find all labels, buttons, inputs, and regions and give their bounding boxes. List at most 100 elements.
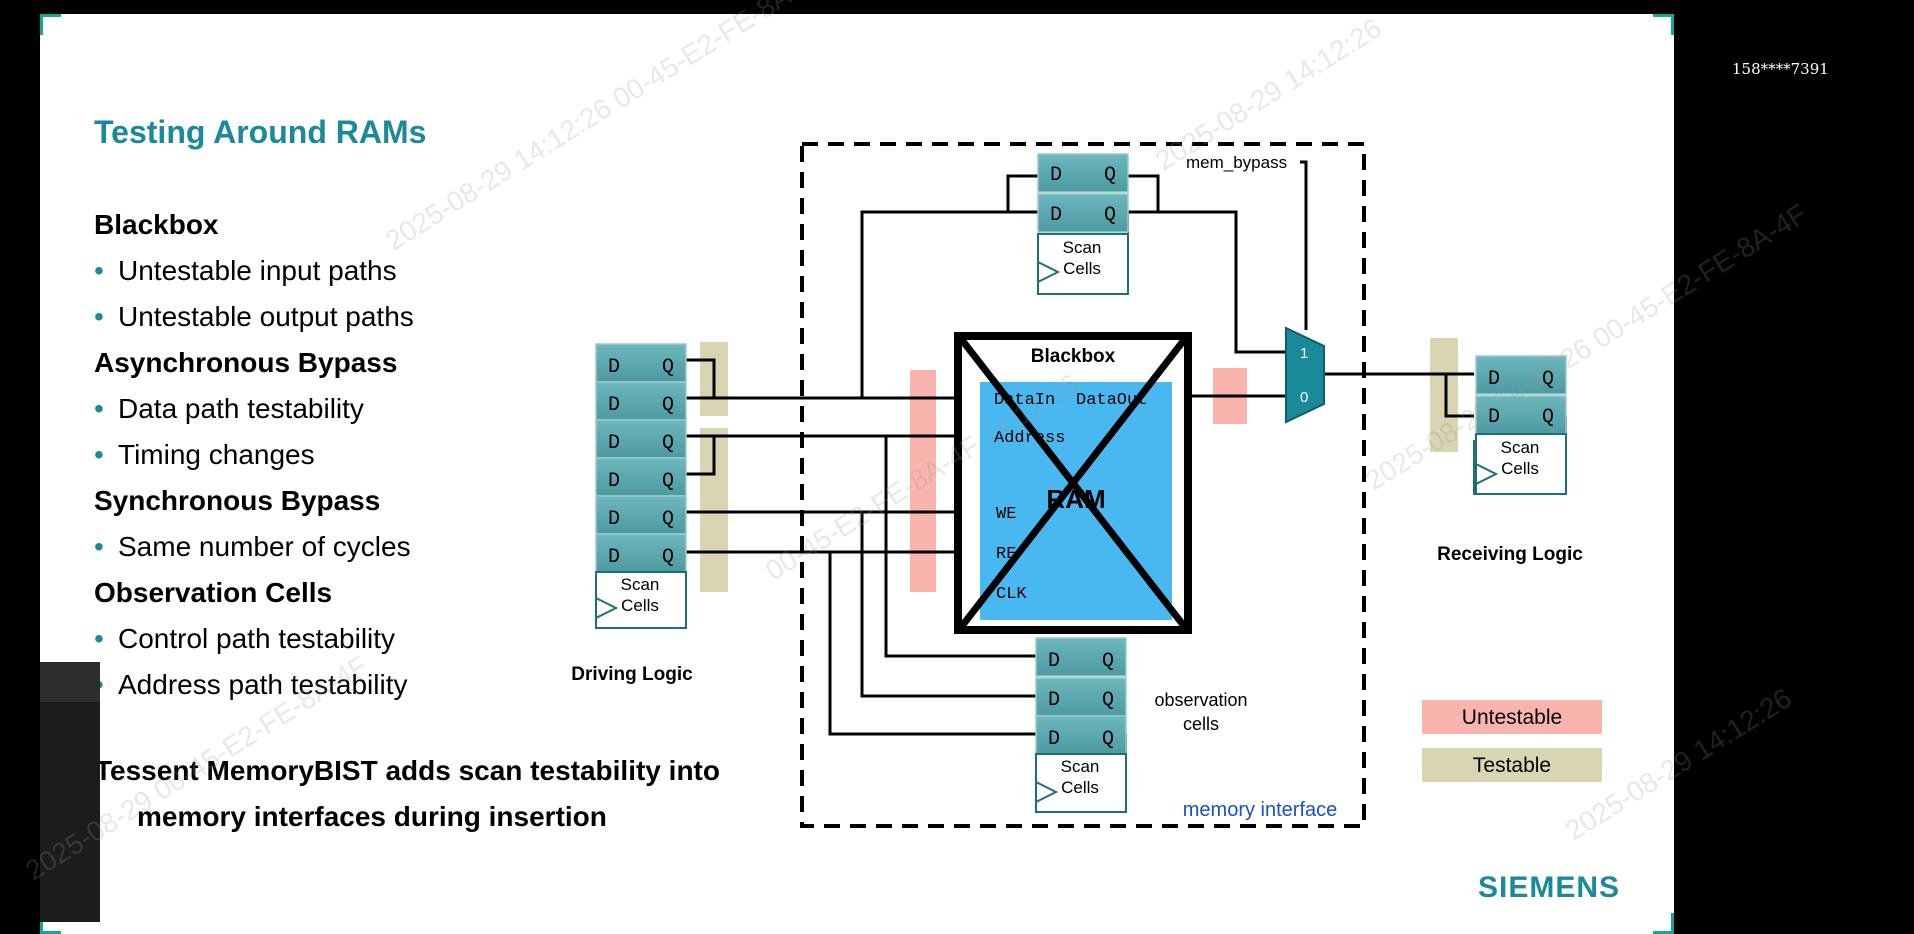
flop-q-label: Q [662,508,674,531]
blackbox-cross [959,337,1187,629]
legend-untestable-label: Untestable [1462,706,1562,729]
memory-interface-label: memory interface [1183,799,1338,821]
bullet-item: •Same number of cycles [94,524,614,570]
legend-untestable-swatch [1422,700,1602,734]
flop-d-label: D [1048,728,1060,751]
observation-cells-label: cells [1183,714,1219,734]
bypass-mux [1285,326,1325,424]
port-dataout-label: DataOut [1076,391,1147,410]
port-clk-label: CLK [996,585,1027,604]
bullet-icon: • [94,623,104,654]
flop-cell [1475,395,1567,435]
scan-cells-label: Cells [621,596,659,615]
flop-cell [1037,153,1129,193]
wires [686,160,1474,736]
flop-q-label: Q [662,394,674,417]
flop-d-label: D [1048,689,1060,712]
observation-cells-label: observation [1154,690,1247,710]
flop-d-label: D [1048,650,1060,673]
corner-mark [40,913,61,934]
scan-cells-box [1037,233,1129,295]
bullet-list: Blackbox •Untestable input paths •Untest… [94,202,614,708]
receiving-flops [1475,355,1567,495]
corner-mark [1653,14,1674,35]
flop-cell [1035,637,1127,677]
flop-d-label: D [608,356,620,379]
flop-q-label: Q [662,356,674,379]
bullet-item: •Timing changes [94,432,614,478]
section-heading-async-bypass: Asynchronous Bypass [94,347,398,378]
siemens-logo: SIEMENS [1478,871,1620,904]
flop-d-label: D [608,508,620,531]
flop-d-label: D [608,546,620,569]
flop-cell [1475,355,1567,395]
scan-cells-label: Scan [1501,438,1540,457]
ram-label: RAM [1046,484,1105,514]
flop-d-label: D [608,470,620,493]
scan-cells-label: Scan [1061,757,1100,776]
port-address-label: Address [994,429,1065,448]
flop-cell [595,419,687,459]
section-heading-blackbox: Blackbox [94,209,219,240]
scan-cells-label: Cells [1501,459,1539,478]
flop-d-label: D [1050,164,1062,187]
bullet-icon: • [94,255,104,286]
flop-d-label: D [608,432,620,455]
bullet-icon: • [94,439,104,470]
flop-q-label: Q [1102,728,1114,751]
mux-input-1-label: 1 [1300,345,1308,362]
flop-d-label: D [1488,406,1500,429]
bullet-item: •Untestable input paths [94,248,614,294]
flop-d-label: D [1050,204,1062,227]
clock-icon [1037,261,1061,283]
observation-flops [1035,637,1127,813]
scan-cells-label: Cells [1063,259,1101,278]
bypass-flops [1037,153,1129,295]
port-we-label: WE [996,505,1016,524]
flop-q-label: Q [662,432,674,455]
clock-icon [1475,463,1499,485]
bullet-item: •Control path testability [94,616,614,662]
flop-cell [595,381,687,421]
scan-cells-box [1035,753,1127,813]
flop-q-label: Q [1102,689,1114,712]
flop-q-label: Q [1104,204,1116,227]
bullet-icon: • [94,393,104,424]
legend-testable-label: Testable [1473,754,1551,777]
scan-cells-label: Scan [621,575,660,594]
bullet-icon: • [94,531,104,562]
port-re-label: RE [996,545,1016,564]
flop-q-label: Q [1542,368,1554,391]
scan-cells-box [595,571,687,629]
slide: Testing Around RAMs Blackbox •Untestable… [40,14,1674,934]
bullet-item: •Data path testability [94,386,614,432]
testable-highlight [1430,338,1458,452]
driving-logic-label: Driving Logic [571,664,693,685]
closing-line: Tessent MemoryBIST adds scan testability… [95,755,720,786]
flop-d-label: D [608,394,620,417]
flop-cell [1037,193,1129,233]
viewer-id-label: 158****7391 [1732,60,1829,78]
legend-testable-swatch [1422,748,1602,782]
corner-mark [1653,913,1674,934]
slide-title: Testing Around RAMs [94,114,427,150]
closing-line: memory interfaces during insertion [137,801,607,832]
scan-cells-labels: Scan Cells Scan Cells Scan Cells Scan Ce… [621,238,1540,797]
overlay-side-panel[interactable] [40,662,100,922]
ram-block [980,382,1172,620]
mem-bypass-label: mem_bypass [1186,153,1287,172]
bullet-item: •Untestable output paths [94,294,614,340]
mux-input-0-label: 0 [1300,389,1308,406]
flop-q-label: Q [1102,650,1114,673]
driving-flops [595,343,687,629]
untestable-highlight [910,370,936,592]
memory-interface-boundary [800,142,1366,828]
section-heading-observation-cells: Observation Cells [94,577,333,608]
scan-cells-label: Scan [1063,238,1102,257]
flop-q-label: Q [662,546,674,569]
flop-cell [595,457,687,497]
flop-q-label: Q [1542,406,1554,429]
receiving-logic-label: Receiving Logic [1437,544,1583,565]
